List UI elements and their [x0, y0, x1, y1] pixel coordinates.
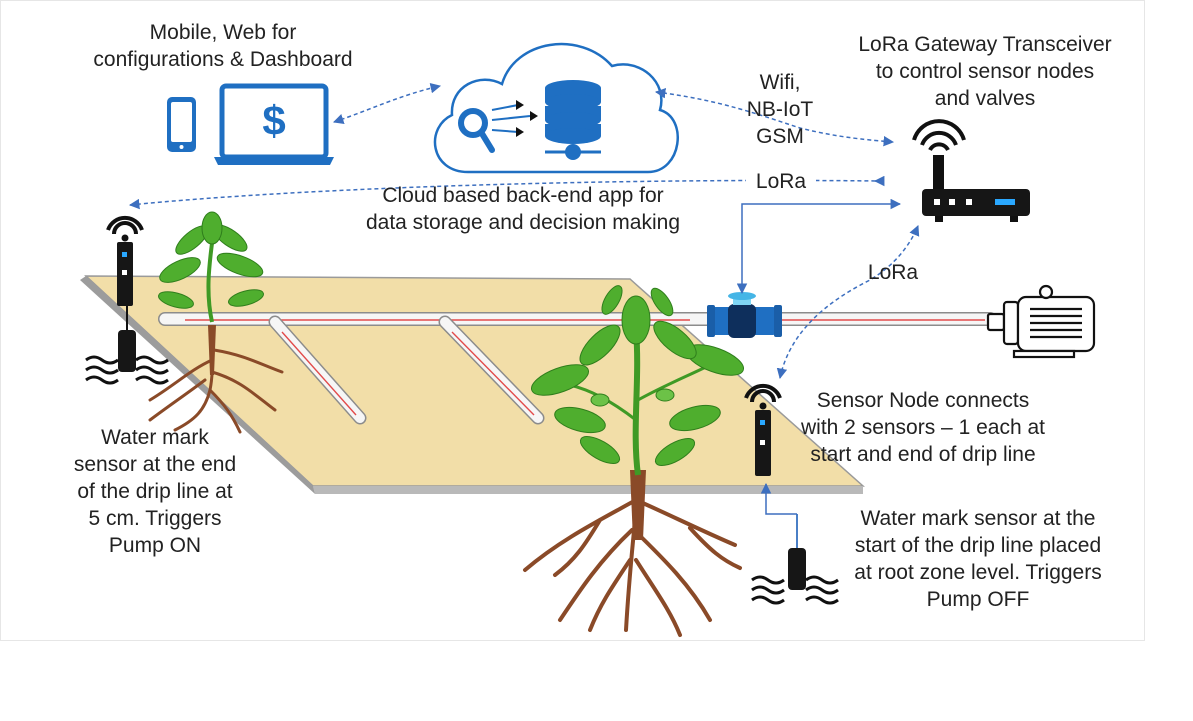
label-mobile-web: Mobile, Web for configurations & Dashboa… — [70, 19, 376, 73]
phone-icon — [167, 97, 196, 152]
label-line: GSM — [756, 125, 804, 148]
laptop-icon — [214, 83, 334, 165]
plant-icon — [148, 211, 744, 637]
connector-arrows — [128, 82, 920, 515]
label-line: of the drip line at — [77, 480, 233, 503]
label-line: start and end of drip line — [810, 443, 1036, 466]
label-cloud-app: Cloud based back-end app for data storag… — [336, 182, 710, 236]
label-line: Wifi, — [759, 71, 801, 94]
sensor-node-icon — [744, 383, 782, 476]
water-sensor-icon — [751, 514, 839, 605]
label-line: Pump ON — [108, 534, 202, 557]
label-line: 5 cm. Triggers — [88, 507, 222, 530]
label-line: Sensor Node connects — [816, 389, 1030, 412]
pump-motor-icon — [986, 284, 1096, 359]
label-line: at root zone level. Triggers — [854, 561, 1102, 584]
label-line: to control sensor nodes — [875, 60, 1095, 83]
label-comm: Wifi, NB-IoT GSM — [730, 69, 830, 150]
label-sensor-left: Water mark sensor at the end of the drip… — [40, 424, 270, 559]
label-line: sensor at the end — [73, 453, 237, 476]
label-line: with 2 sensors – 1 each at — [801, 416, 1045, 439]
label-line: Mobile, Web for — [149, 21, 297, 44]
database-icon — [545, 80, 601, 160]
dollar-sign: $ — [262, 97, 285, 144]
label-line: data storage and decision making — [365, 211, 681, 234]
label-gateway: LoRa Gateway Transceiver to control sens… — [840, 31, 1130, 112]
search-icon — [458, 100, 538, 153]
sensor-node-icon — [106, 215, 144, 306]
label-line: LoRa Gateway Transceiver — [858, 33, 1112, 56]
label-lora-top: LoRa — [746, 168, 816, 195]
label-line: NB-IoT — [746, 98, 814, 121]
label-line: start of the drip line placed — [854, 534, 1102, 557]
label-sensor-node: Sensor Node connects with 2 sensors – 1 … — [780, 387, 1066, 468]
label-line: configurations & Dashboard — [93, 48, 353, 71]
router-icon — [912, 119, 1030, 222]
label-lora-mid: LoRa — [867, 261, 919, 284]
diagram-frame — [0, 0, 1145, 641]
label-sensor-right: Water mark sensor at the start of the dr… — [830, 505, 1126, 613]
valve-icon — [707, 292, 782, 338]
label-line: Water mark — [101, 426, 209, 449]
label-line: Cloud based back-end app for — [382, 184, 664, 207]
label-line: Water mark sensor at the — [860, 507, 1096, 530]
label-line: Pump OFF — [926, 588, 1030, 611]
water-sensor-icon — [85, 306, 169, 385]
label-line: and valves — [934, 87, 1036, 110]
